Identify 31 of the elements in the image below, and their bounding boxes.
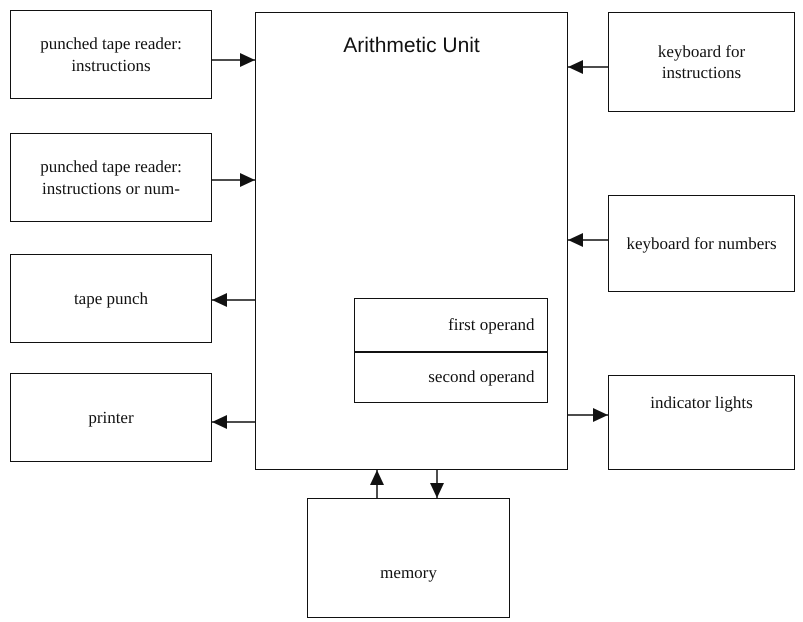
box-label: first operand [448, 314, 534, 336]
arrow [212, 293, 255, 307]
arrow [212, 173, 255, 187]
box-label: Arithmetic Unit [343, 33, 480, 59]
arrow [568, 408, 608, 422]
process-box [354, 352, 548, 402]
box-label: keyboard for numbers [626, 232, 777, 254]
box-label: indicator lights [650, 392, 753, 414]
box-label: punched tape reader: instructions or num- [39, 156, 183, 199]
process-box [307, 498, 510, 618]
box-label: second operand [428, 366, 534, 388]
arrow [370, 470, 384, 498]
box-label: tape punch [74, 288, 148, 310]
arrow [568, 233, 608, 247]
process-box [608, 12, 795, 112]
process-box [10, 10, 212, 99]
process-box [10, 133, 212, 222]
process-box [608, 375, 795, 470]
process-box [10, 373, 212, 462]
process-box [354, 298, 548, 352]
arrow [430, 470, 444, 498]
process-box [255, 12, 568, 470]
process-box [608, 195, 795, 292]
arrow [212, 415, 255, 429]
box-label: printer [88, 406, 134, 428]
process-box [10, 254, 212, 343]
arrow [568, 60, 608, 74]
box-label: memory [380, 562, 437, 584]
box-label: punched tape reader: instructions [39, 33, 183, 76]
box-label: keyboard for instructions [656, 40, 746, 84]
arrow [212, 53, 255, 67]
